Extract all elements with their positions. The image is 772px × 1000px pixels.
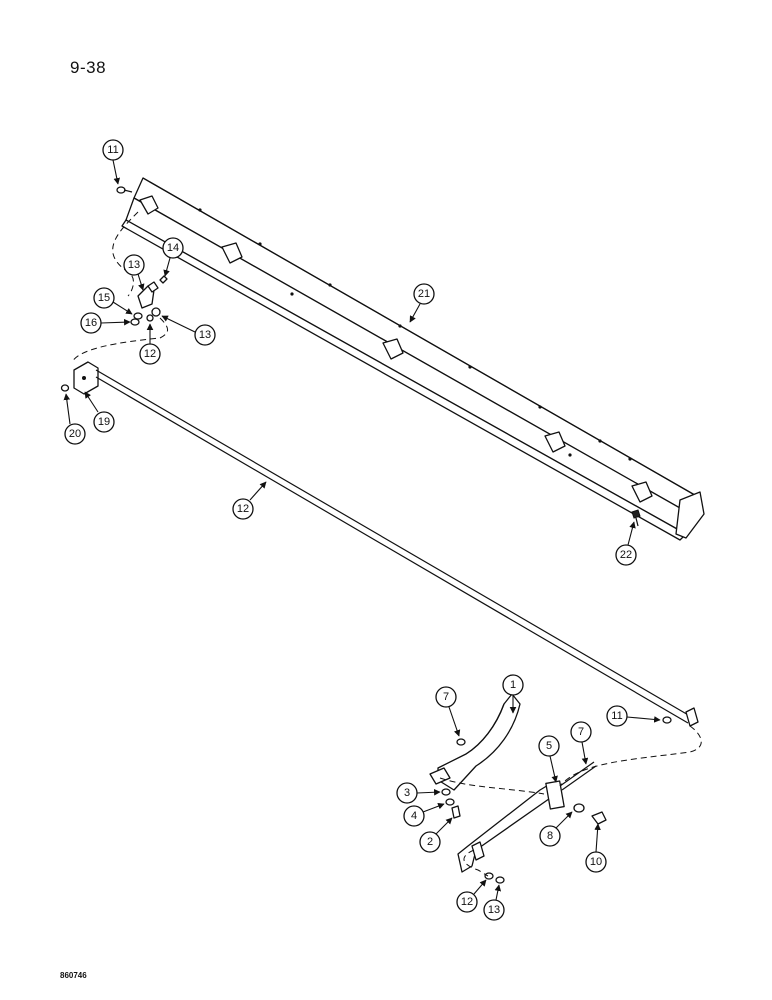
callout-11-bottom: 11 [606, 705, 661, 727]
figure-code: 860746 [60, 971, 87, 980]
callout-13-bottom: 13 [483, 884, 505, 921]
callout-label: 21 [418, 288, 430, 300]
callout-8: 8 [539, 811, 573, 847]
washer-part-8 [573, 803, 585, 813]
upper-channel-part-21 [121, 177, 705, 541]
bolt-part-22 [631, 509, 641, 527]
callout-label: 7 [443, 691, 449, 703]
callout-7: 7 [435, 686, 461, 737]
callout-label: 15 [98, 292, 110, 304]
callout-1: 1 [502, 674, 524, 714]
callout-label: 19 [98, 416, 110, 428]
callout-label: 12 [461, 896, 473, 908]
bolt-part-7 [456, 738, 466, 746]
callout-2: 2 [419, 817, 453, 853]
rod-part-14 [95, 369, 699, 727]
page-number: 9-38 [70, 58, 107, 77]
callout-12-top: 12 [139, 323, 161, 365]
callout-label: 7 [578, 726, 584, 738]
lever-plate-part-5 [457, 780, 565, 873]
callout-label: 20 [69, 428, 81, 440]
assembly-lines [71, 211, 702, 877]
rod-clamp-part-19 [73, 361, 99, 395]
callout-13-top: 13 [161, 315, 216, 346]
callout-6: 7 [570, 721, 592, 765]
callout-19: 19 [84, 391, 115, 433]
callout-label: 2 [427, 836, 433, 848]
callout-15: 13 [123, 254, 145, 291]
callout-label: 12 [237, 503, 249, 515]
threaded-rod-part-6 [559, 761, 597, 791]
clip-part-10 [591, 811, 607, 825]
callout-10: 10 [585, 823, 607, 873]
nut-part-13-bottom [495, 876, 505, 884]
callout-20: 20 [63, 393, 86, 445]
bolt-part-11-bottom [662, 716, 672, 724]
callout-18: 16 [80, 312, 131, 334]
callout-label: 13 [488, 904, 500, 916]
callout-label: 11 [611, 710, 622, 722]
callout-label: 5 [546, 740, 552, 752]
callout-22: 22 [615, 521, 637, 566]
clamp-assembly [130, 275, 168, 326]
callout-16: 14 [162, 237, 184, 277]
callout-label: 8 [547, 830, 553, 842]
curved-bracket-part-1 [429, 693, 521, 791]
callout-label: 12 [144, 348, 156, 360]
callout-21: 21 [409, 283, 435, 323]
callout-11-top: 11 [102, 139, 124, 185]
callout-label: 13 [128, 259, 140, 271]
bolt-part-20 [60, 384, 70, 392]
callout-label: 4 [411, 810, 417, 822]
callout-label: 22 [620, 549, 632, 561]
callout-12-bottom: 12 [456, 879, 487, 913]
callout-4: 4 [403, 803, 445, 827]
callout-label: 14 [167, 242, 179, 254]
callout-label: 13 [199, 329, 211, 341]
washer-part-12-bottom [484, 872, 494, 880]
callout-17: 15 [93, 287, 133, 315]
bolt-part-11-top [116, 186, 133, 194]
callout-label: 16 [85, 317, 97, 329]
callout-label: 3 [404, 787, 410, 799]
callout-label: 11 [107, 144, 118, 156]
callouts: 11 14 13 15 16 12 13 [63, 139, 661, 921]
callout-5: 5 [538, 735, 560, 783]
callout-3: 3 [396, 782, 441, 804]
fastener-stack-2-3-4 [441, 788, 461, 819]
callout-14: 12 [232, 481, 267, 520]
callout-label: 1 [510, 679, 516, 691]
callout-label: 10 [590, 856, 602, 868]
